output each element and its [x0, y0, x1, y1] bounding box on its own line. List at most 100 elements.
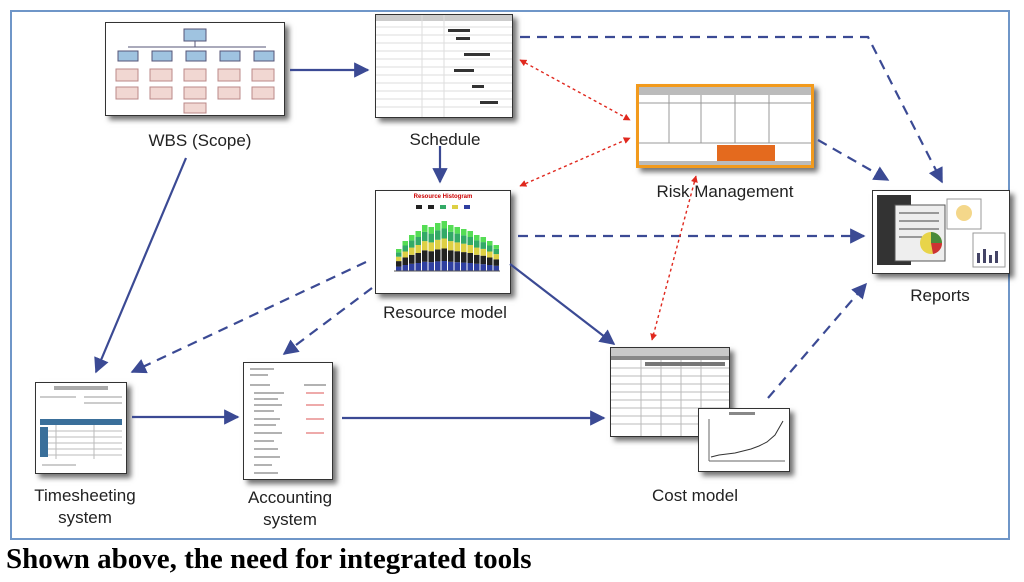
histogram-bar-segment [428, 242, 434, 252]
histogram-bar-segment [461, 235, 467, 244]
histogram-bar-segment [487, 257, 493, 265]
arrow-wbs-timesheet [94, 157, 188, 374]
resource-label: Resource model [383, 303, 507, 322]
histogram-bar-segment [448, 231, 454, 242]
cost-curve-graphic [708, 412, 785, 462]
histogram-bar-segment [474, 254, 480, 264]
histogram-bar-segment [448, 241, 454, 251]
histogram-bar-segment [415, 263, 421, 271]
histogram-bar-segment [441, 248, 447, 261]
histogram-bar-segment [396, 266, 402, 271]
histogram-bar-segment [480, 242, 486, 249]
schedule-thumbnail [375, 14, 513, 118]
histogram-bar-segment [474, 240, 480, 248]
histogram-bar-segment [454, 227, 460, 234]
histogram-bar-segment [467, 231, 473, 237]
resource-thumbnail: Resource Histogram [375, 190, 511, 294]
histogram-bar-segment [474, 263, 480, 271]
histogram-bar-segment [415, 237, 421, 245]
histogram-bar-segment [493, 248, 499, 255]
risk-thumbnail [636, 84, 814, 168]
arrow-cost-reports [767, 282, 868, 399]
histogram-bar-segment [409, 247, 415, 255]
histogram-bar-segment [415, 253, 421, 263]
histogram-bar-segment [493, 265, 499, 271]
arrow-resource-cost [509, 263, 616, 345]
histogram-bar-segment [461, 252, 467, 263]
histogram-bar-segment [409, 235, 415, 241]
histogram-bar-segment [441, 221, 447, 229]
risk-register-graphic [639, 87, 811, 165]
histogram-bar-segment [422, 231, 428, 242]
arrow-resource-timesheet [130, 261, 367, 374]
accounting-label-line1: Accounting [247, 488, 333, 507]
wbs-label: WBS (Scope) [148, 131, 252, 150]
timesheet-label-line1: Timesheeting [34, 486, 136, 505]
arrow-schedule-reports [520, 35, 943, 184]
cost-label: Cost model [652, 486, 738, 505]
histogram-bar-segment [454, 262, 460, 271]
accounting-ledger-graphic [250, 368, 326, 474]
histogram-title: Resource Histogram [413, 194, 473, 200]
histogram-bar-segment [435, 239, 441, 250]
histogram-bar-segment [402, 265, 408, 271]
timesheet-thumbnail [35, 382, 127, 474]
histogram-bar-segment [409, 254, 415, 264]
histogram-bar-segment [422, 261, 428, 271]
histogram-bar-segment [422, 241, 428, 251]
histogram-bar-segment [402, 251, 408, 258]
histogram-bar-segment [396, 256, 402, 262]
wbs-chart-graphic [115, 28, 275, 114]
arrow-resource-risk [519, 137, 631, 187]
histogram-bar-segment [487, 241, 493, 246]
histogram-bar-segment [422, 225, 428, 232]
caption: Shown above, the need for integrated too… [6, 543, 532, 575]
histogram-bar-segment [402, 241, 408, 246]
histogram-bar-segment [415, 231, 421, 237]
histogram-bar-segment [428, 251, 434, 263]
reports-thumbnail [872, 190, 1010, 274]
timesheet-label-line2: system [58, 508, 112, 527]
histogram-bar-segment [467, 263, 473, 271]
histogram-bar-segment [396, 252, 402, 257]
histogram-bar-segment [435, 223, 441, 231]
histogram-bar-segment [493, 245, 499, 249]
histogram-bar-segment [435, 230, 441, 240]
histogram-bar-segment [493, 254, 499, 260]
histogram-bar-segment [493, 259, 499, 266]
histogram-bar-segment [428, 227, 434, 234]
histogram-bar-segment [396, 249, 402, 253]
histogram-bar-segment [435, 261, 441, 271]
histogram-bar-segment [487, 265, 493, 271]
cost-curve-thumbnail [698, 408, 790, 472]
histogram-bar-segment [441, 228, 447, 239]
histogram-bar-segment [480, 248, 486, 256]
histogram-bar-segment [487, 245, 493, 252]
histogram-bar-segment [415, 245, 421, 253]
histogram-bar-segment [422, 250, 428, 262]
gantt-chart-graphic [376, 15, 512, 117]
histogram-bar-segment [454, 242, 460, 252]
histogram-bar-segment [428, 233, 434, 243]
histogram-bar-segment [467, 237, 473, 245]
histogram-bar-segment [467, 253, 473, 263]
arrow-schedule-risk [519, 59, 631, 121]
histogram-bar-segment [454, 251, 460, 263]
cost-spreadsheet-graphic [611, 348, 729, 436]
arrow-risk-cost [650, 175, 698, 341]
histogram-bar-segment [474, 247, 480, 255]
timesheet-form-graphic [40, 386, 122, 466]
reports-collage-graphic [877, 195, 1006, 268]
histogram-bar-segment [474, 235, 480, 241]
histogram-bar-segment [428, 262, 434, 271]
histogram-bar-segment [448, 261, 454, 271]
histogram-bar-segment [435, 249, 441, 262]
wbs-thumbnail [105, 22, 285, 116]
histogram-bar-segment [480, 237, 486, 243]
histogram-bar-segment [461, 243, 467, 253]
histogram-bar-segment [402, 245, 408, 252]
histogram-bar-segment [441, 238, 447, 249]
histogram-bar-segment [480, 255, 486, 265]
histogram-bar-segment [448, 225, 454, 232]
